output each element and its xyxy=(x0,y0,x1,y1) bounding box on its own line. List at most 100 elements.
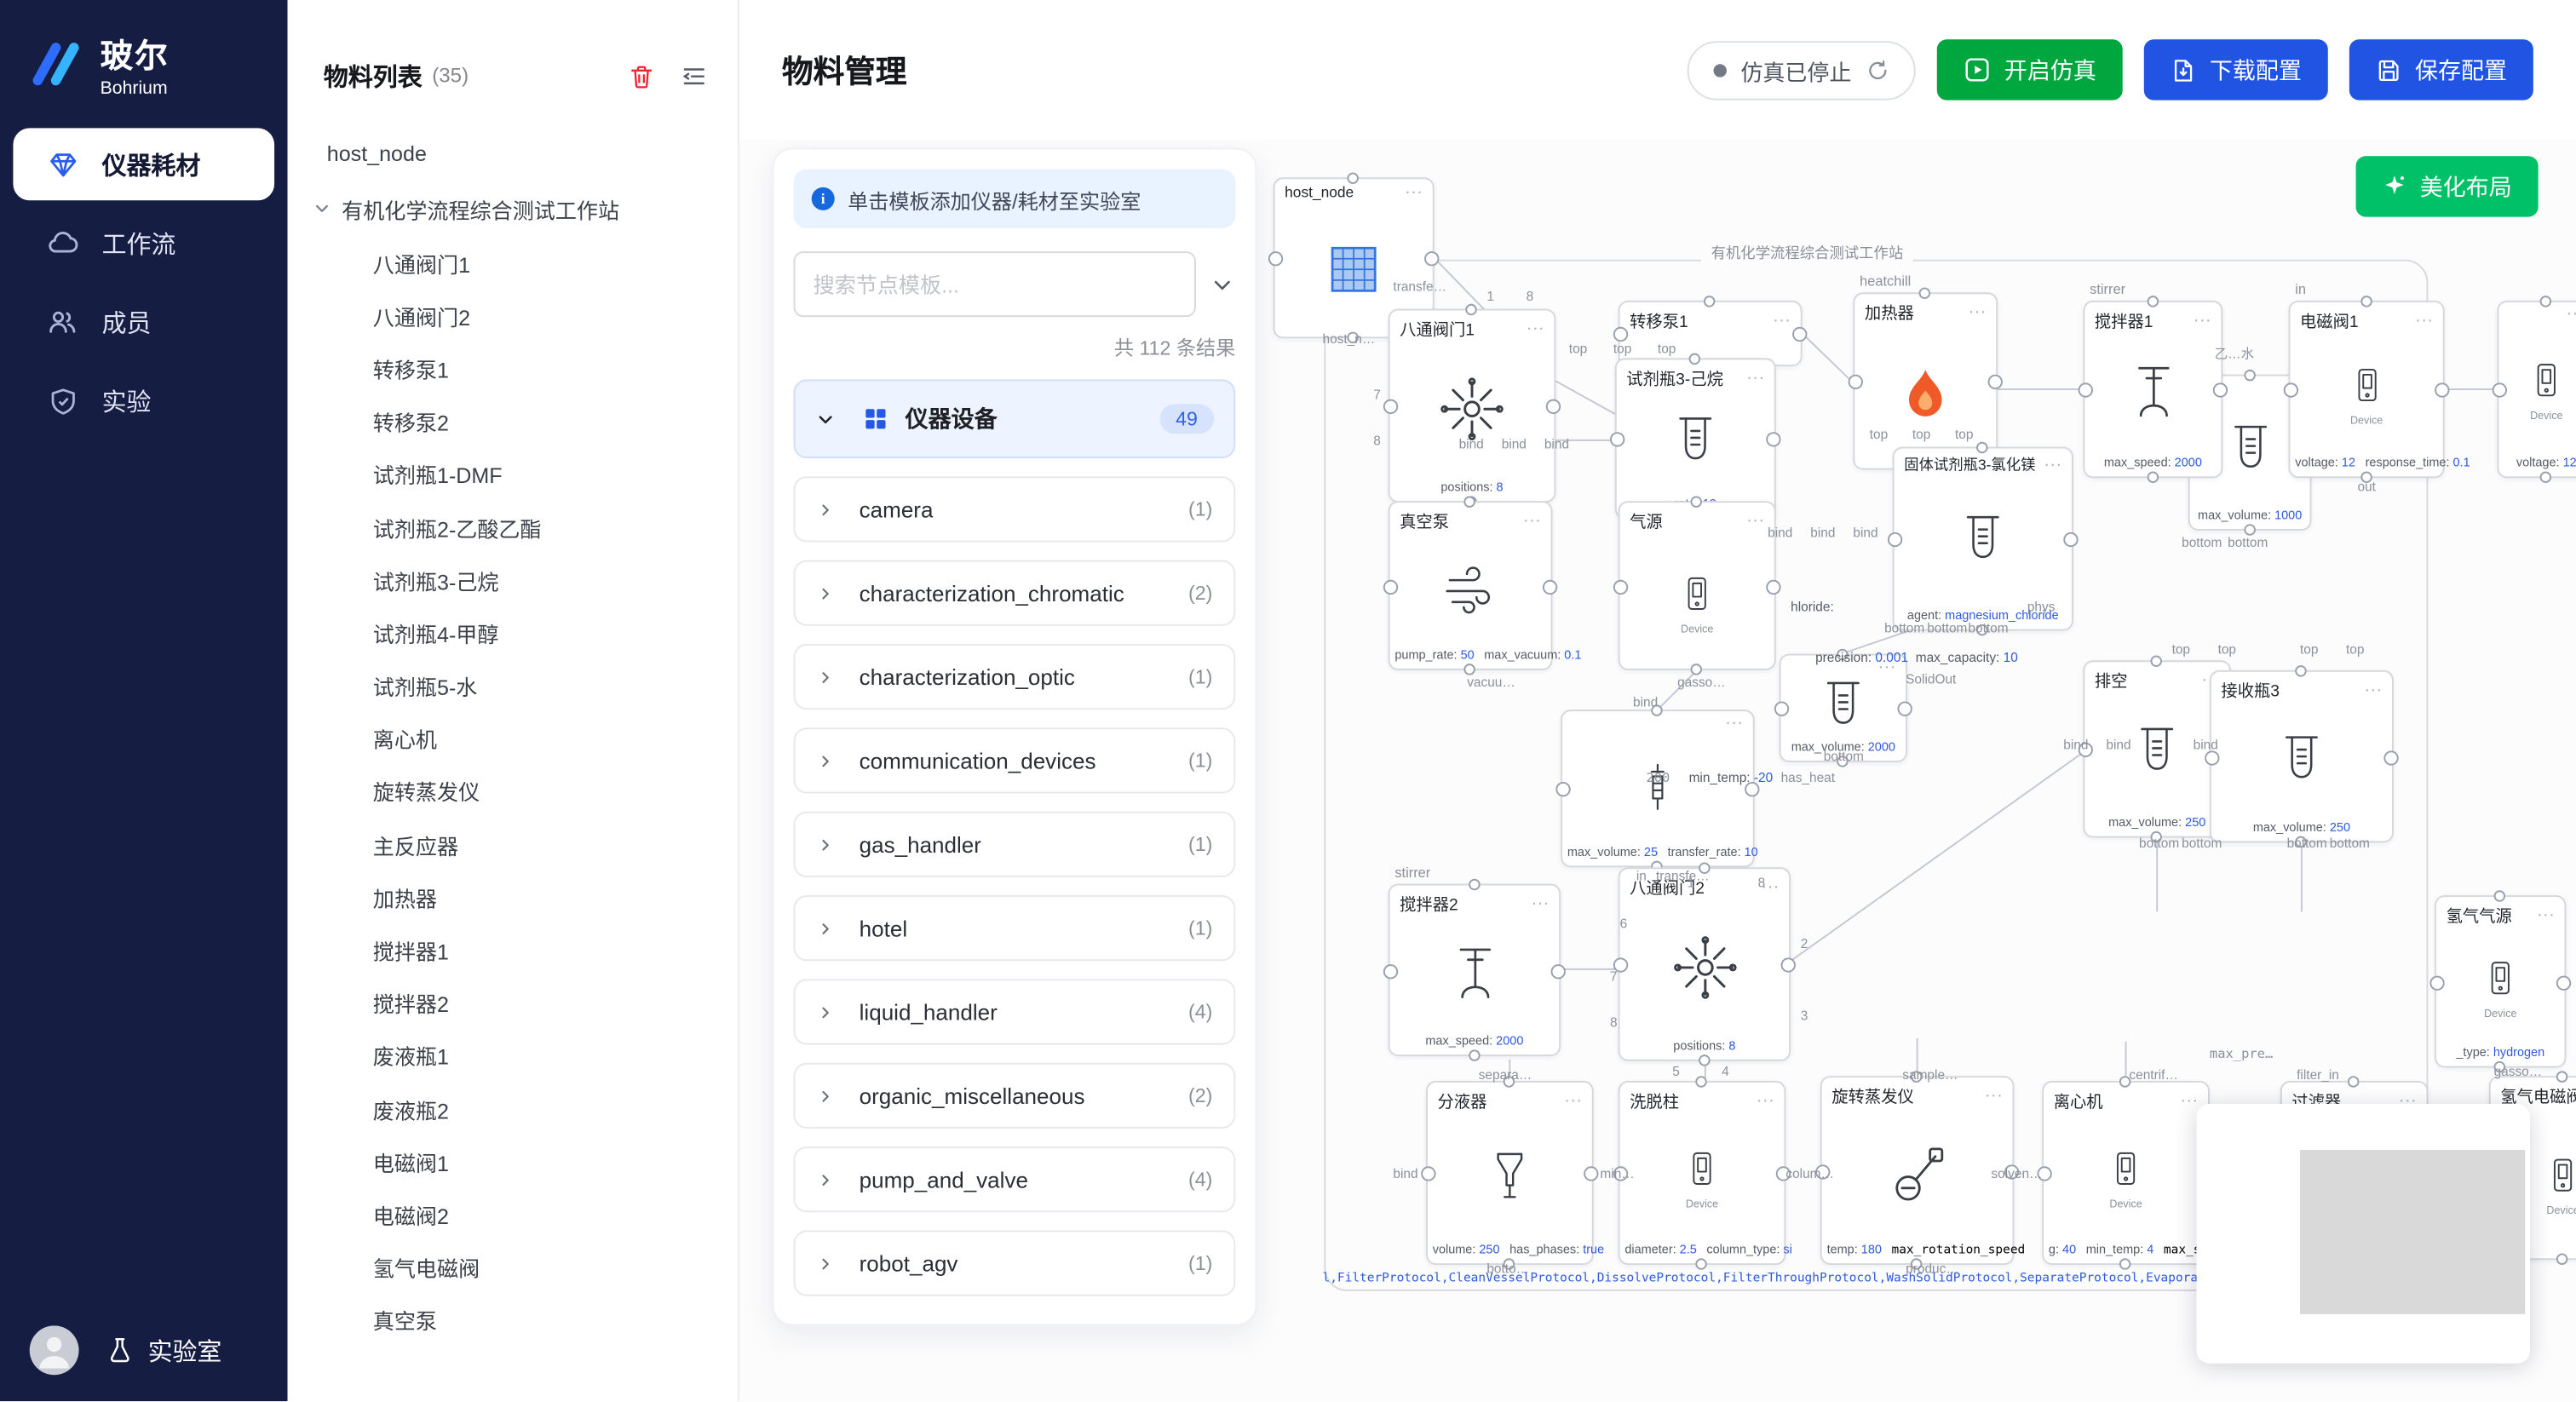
port-bottom[interactable] xyxy=(1347,331,1359,344)
category-row-characterization_optic[interactable]: characterization_optic(1) xyxy=(793,643,1236,710)
more-icon[interactable]: ··· xyxy=(2414,309,2434,330)
avatar[interactable] xyxy=(29,1325,79,1376)
canvas-node[interactable]: 八通阀门1···positions: 8 xyxy=(1383,303,1561,508)
tree-item[interactable]: 八通阀门2 xyxy=(287,290,737,342)
tree-item[interactable]: 真空泵 xyxy=(287,1294,737,1347)
port-top[interactable] xyxy=(1688,353,1701,365)
port-bottom[interactable] xyxy=(1837,756,1849,767)
collapse-list-icon[interactable] xyxy=(680,61,708,89)
canvas-node[interactable]: 试剂瓶3-己烷···rate: 10 xyxy=(1609,353,1781,525)
canvas-node[interactable]: ···max_volume: 2000 xyxy=(1774,648,1912,767)
more-icon[interactable]: ··· xyxy=(2566,303,2576,324)
more-icon[interactable]: ··· xyxy=(1404,182,1423,203)
more-icon[interactable]: ··· xyxy=(1761,876,1780,897)
port-top[interactable] xyxy=(2146,296,2159,307)
port-bottom[interactable] xyxy=(2493,1060,2506,1073)
tree-item[interactable]: 离心机 xyxy=(287,712,737,765)
port-top[interactable] xyxy=(2539,296,2552,307)
more-icon[interactable]: ··· xyxy=(2193,309,2211,330)
tree-item[interactable]: host_node xyxy=(287,125,737,181)
port-top[interactable] xyxy=(1837,648,1849,661)
canvas-node[interactable]: 气源···Device xyxy=(1613,496,1781,675)
port-bottom[interactable] xyxy=(1976,623,1988,636)
port-top[interactable] xyxy=(1503,1076,1515,1088)
tree-item[interactable]: 氢气电磁阀 xyxy=(287,1241,737,1294)
more-icon[interactable]: ··· xyxy=(1877,657,1896,677)
port-bottom[interactable] xyxy=(1698,1054,1710,1066)
sidebar-item-1[interactable]: 仪器耗材 xyxy=(13,128,275,201)
more-icon[interactable]: ··· xyxy=(1522,509,1541,530)
minimap-viewport[interactable] xyxy=(2299,1149,2526,1314)
port-bottom[interactable] xyxy=(2243,524,2255,536)
port-bottom[interactable] xyxy=(2360,471,2372,483)
canvas-node[interactable]: 固体试剂瓶3-氯化镁···agent: magnesium_chloride xyxy=(1887,441,2079,636)
port-top[interactable] xyxy=(2360,296,2372,307)
more-icon[interactable]: ··· xyxy=(2044,454,2062,474)
tree-item[interactable]: 转移泵2 xyxy=(287,395,737,448)
category-row-robot_agv[interactable]: robot_agv(1) xyxy=(793,1230,1236,1296)
port-bottom[interactable] xyxy=(2119,1258,2131,1270)
category-row-communication_devices[interactable]: communication_devices(1) xyxy=(793,727,1236,794)
tree-item[interactable]: 试剂瓶3-己烷 xyxy=(287,554,737,606)
port-top[interactable] xyxy=(1347,172,1359,184)
port-bottom[interactable] xyxy=(2150,830,2162,843)
tree-item[interactable]: 搅拌器2 xyxy=(287,977,737,1030)
port-bottom[interactable] xyxy=(1463,664,1475,675)
tree-item[interactable]: 试剂瓶4-甲醇 xyxy=(287,606,737,659)
port-top[interactable] xyxy=(1651,704,1663,716)
beautify-layout-button[interactable]: 美化布局 xyxy=(2355,156,2539,217)
canvas-node[interactable]: 排空···max_volume: 250 xyxy=(2078,655,2236,843)
port-top[interactable] xyxy=(2347,1076,2360,1088)
canvas-node[interactable]: 接收瓶3···max_volume: 250 xyxy=(2205,665,2399,848)
port-top[interactable] xyxy=(2150,655,2162,667)
port-bottom[interactable] xyxy=(1690,664,1702,675)
tree-item[interactable]: 废液瓶2 xyxy=(287,1083,737,1135)
port-top[interactable] xyxy=(2295,665,2307,677)
more-icon[interactable]: ··· xyxy=(1968,301,1987,322)
more-icon[interactable]: ··· xyxy=(1984,1084,2003,1105)
category-row-hotel[interactable]: hotel(1) xyxy=(793,895,1236,962)
port-top[interactable] xyxy=(1465,303,1477,316)
category-row-organic_miscellaneous[interactable]: organic_miscellaneous(2) xyxy=(793,1062,1236,1129)
more-icon[interactable]: ··· xyxy=(1531,893,1550,913)
more-icon[interactable]: ··· xyxy=(1526,318,1544,338)
tree-item[interactable]: 旋转蒸发仪 xyxy=(287,765,737,818)
sidebar-item-3[interactable]: 成员 xyxy=(13,286,274,359)
panel-collapse-icon[interactable] xyxy=(1209,271,1235,297)
tree-item[interactable]: 试剂瓶2-乙酸乙酯 xyxy=(287,501,737,554)
sidebar-item-4[interactable]: 实验 xyxy=(13,365,274,437)
port-top[interactable] xyxy=(1690,496,1702,508)
port-bottom[interactable] xyxy=(2295,836,2307,848)
port-bottom[interactable] xyxy=(2556,1253,2568,1265)
tree-item[interactable]: 试剂瓶5-水 xyxy=(287,659,737,712)
simulation-status[interactable]: 仿真已停止 xyxy=(1686,40,1916,100)
port-top[interactable] xyxy=(2556,1071,2568,1083)
canvas-node[interactable]: 八通阀门2···positions: 8 xyxy=(1613,862,1796,1066)
more-icon[interactable]: ··· xyxy=(2180,1089,2199,1110)
more-icon[interactable]: ··· xyxy=(2364,679,2383,699)
category-row-camera[interactable]: camera(1) xyxy=(793,476,1236,543)
port-top[interactable] xyxy=(1976,441,1988,454)
port-top[interactable] xyxy=(1703,296,1716,307)
more-icon[interactable]: ··· xyxy=(1746,367,1765,388)
port-bottom[interactable] xyxy=(2539,471,2552,483)
sidebar-item-2[interactable]: 工作流 xyxy=(13,207,274,279)
category-row-pump_and_valve[interactable]: pump_and_valve(4) xyxy=(793,1146,1236,1213)
more-icon[interactable]: ··· xyxy=(1724,712,1744,733)
tree-item[interactable]: 有机化学流程综合测试工作站 xyxy=(287,181,737,237)
port-top[interactable] xyxy=(1463,496,1475,508)
tree-item[interactable]: 主反应器 xyxy=(287,819,737,871)
template-search-input[interactable] xyxy=(793,251,1196,318)
tree-item[interactable]: 试剂瓶1-DMF xyxy=(287,448,737,501)
tree-item[interactable]: 搅拌器1 xyxy=(287,924,737,977)
port-top[interactable] xyxy=(2493,890,2506,902)
